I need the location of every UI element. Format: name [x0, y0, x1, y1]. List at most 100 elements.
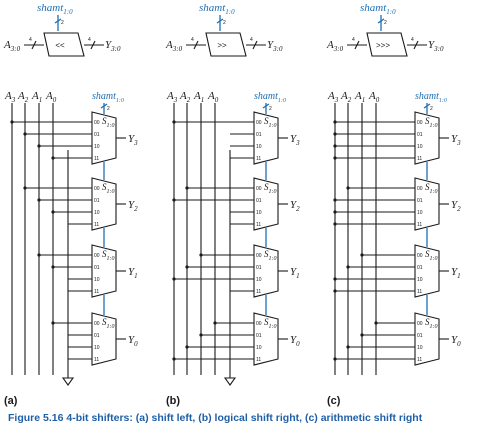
- shifter-box: [43, 32, 85, 57]
- mux-input-label: 10: [417, 345, 423, 351]
- mux-input-label: 11: [417, 156, 422, 162]
- mux-input-label: 00: [417, 186, 423, 192]
- mux-select-label: S1:0: [425, 249, 438, 262]
- shift-operator: >>>: [376, 41, 390, 50]
- mux-input-label: 01: [94, 265, 100, 271]
- shift-operator: >>: [217, 41, 227, 50]
- mux-input-label: 11: [94, 289, 99, 295]
- bus-slash: [193, 40, 199, 50]
- mux-input-label: 00: [256, 321, 262, 327]
- shamt-label: shamt1:0: [254, 91, 286, 104]
- mux-body: [414, 177, 440, 231]
- mux-input-label: 01: [417, 265, 423, 271]
- shamt-label: shamt1:0: [360, 2, 396, 16]
- junction-dot: [333, 277, 337, 281]
- junction-dot: [346, 265, 350, 269]
- input-label-a3: A3: [4, 90, 16, 104]
- junction-dot: [333, 144, 337, 148]
- mux-input-label: 11: [417, 357, 422, 363]
- junction-dot: [374, 321, 378, 325]
- junction-dot: [333, 132, 337, 136]
- mux-input-label: 01: [256, 333, 262, 339]
- mux-input-label: 11: [94, 357, 99, 363]
- panel-label: (a): [4, 395, 18, 407]
- select-width: 2: [269, 106, 272, 112]
- shamt-label: shamt1:0: [37, 2, 73, 16]
- mux-input-label: 11: [256, 289, 261, 295]
- mux-input-label: 11: [256, 222, 261, 228]
- junction-dot: [172, 357, 176, 361]
- mux-input-label: 01: [256, 265, 262, 271]
- output-label-y0: Y0: [290, 334, 300, 348]
- input-bus-label: A3:0: [3, 39, 21, 53]
- bus-slash: [413, 40, 419, 50]
- panel-label: (b): [166, 395, 180, 407]
- junction-dot: [10, 120, 14, 124]
- mux-input-label: 11: [94, 156, 99, 162]
- junction-dot: [185, 186, 189, 190]
- mux-input-label: 00: [256, 186, 262, 192]
- output-label-y2: Y2: [451, 199, 461, 213]
- mux-input-label: 10: [256, 345, 262, 351]
- mux-select-label: S1:0: [425, 182, 438, 195]
- shamt-width: 2: [384, 20, 387, 26]
- output-bus-label: Y3:0: [105, 39, 121, 53]
- mux-select-label: S1:0: [264, 249, 277, 262]
- mux-input-label: 00: [94, 120, 100, 126]
- figure-caption-text: 4-bit shifters: (a) shift left, (b) logi…: [66, 412, 423, 424]
- junction-dot: [333, 357, 337, 361]
- bus-slash: [100, 103, 108, 109]
- junction-dot: [37, 198, 41, 202]
- shift-operator: <<: [55, 41, 65, 50]
- select-width: 2: [107, 106, 110, 112]
- mux-input-label: 11: [417, 289, 422, 295]
- junction-dot: [23, 186, 27, 190]
- junction-dot: [51, 321, 55, 325]
- mux-select-label: S1:0: [264, 317, 277, 330]
- mux-input-label: 10: [256, 144, 262, 150]
- shifter-box: [205, 32, 247, 57]
- input-bus-label: A3:0: [165, 39, 183, 53]
- panel-label: (c): [327, 395, 341, 407]
- junction-dot: [51, 265, 55, 269]
- bus-slash: [31, 40, 37, 50]
- input-label-a2: A2: [179, 90, 191, 104]
- junction-dot: [346, 186, 350, 190]
- output-bus-label: Y3:0: [267, 39, 283, 53]
- shamt-label: shamt1:0: [92, 91, 124, 104]
- shifter-box: [366, 32, 408, 57]
- bus-slash: [423, 103, 431, 109]
- mux-select-label: S1:0: [264, 116, 277, 129]
- output-label-y1: Y1: [128, 266, 138, 280]
- junction-dot: [333, 210, 337, 214]
- junction-dot: [51, 210, 55, 214]
- mux-input-label: 10: [94, 210, 100, 216]
- mux-input-label: 10: [94, 277, 100, 283]
- mux-select-label: S1:0: [102, 249, 115, 262]
- ground-symbol: [223, 377, 237, 386]
- output-width: 4: [250, 37, 253, 43]
- mux-input-label: 01: [417, 198, 423, 204]
- figure-caption: Figure 5.16 4-bit shifters: (a) shift le…: [8, 412, 474, 424]
- mux-input-label: 10: [417, 277, 423, 283]
- bus-slash: [262, 103, 270, 109]
- mux-body: [91, 111, 117, 165]
- junction-dot: [213, 321, 217, 325]
- junction-dot: [333, 198, 337, 202]
- output-bus-label: Y3:0: [428, 39, 444, 53]
- mux-select-label: S1:0: [102, 317, 115, 330]
- input-label-a0: A0: [207, 90, 219, 104]
- mux-input-label: 00: [256, 120, 262, 126]
- bus-slash: [354, 40, 360, 50]
